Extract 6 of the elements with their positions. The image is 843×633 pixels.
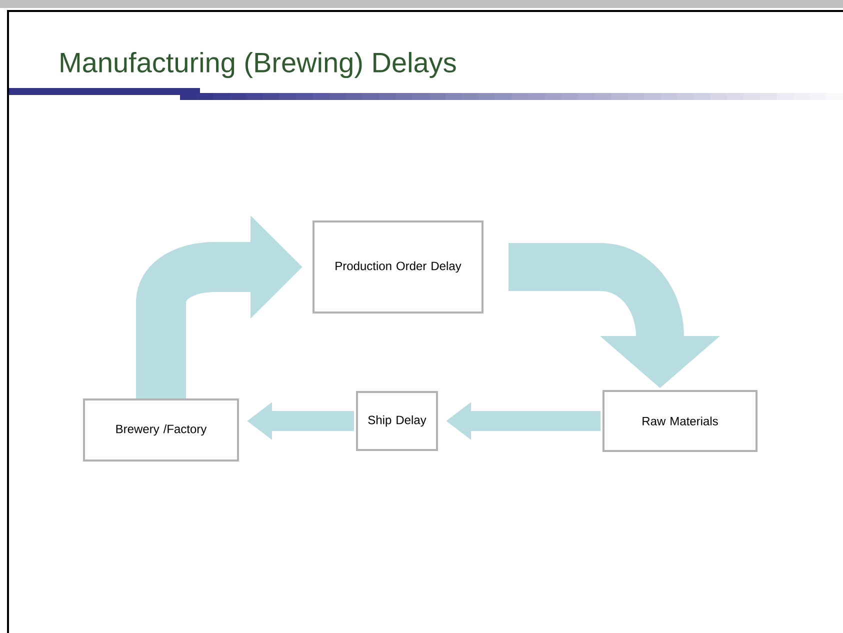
process-box: Raw Materials	[602, 390, 758, 452]
process-box: Ship Delay	[356, 391, 438, 451]
process-box: Production Order Delay	[312, 220, 484, 314]
block-arrow	[508, 243, 720, 388]
title: Manufacturing (Brewing) Delays	[60, 52, 456, 78]
process-box: Brewery /Factory	[83, 398, 239, 462]
